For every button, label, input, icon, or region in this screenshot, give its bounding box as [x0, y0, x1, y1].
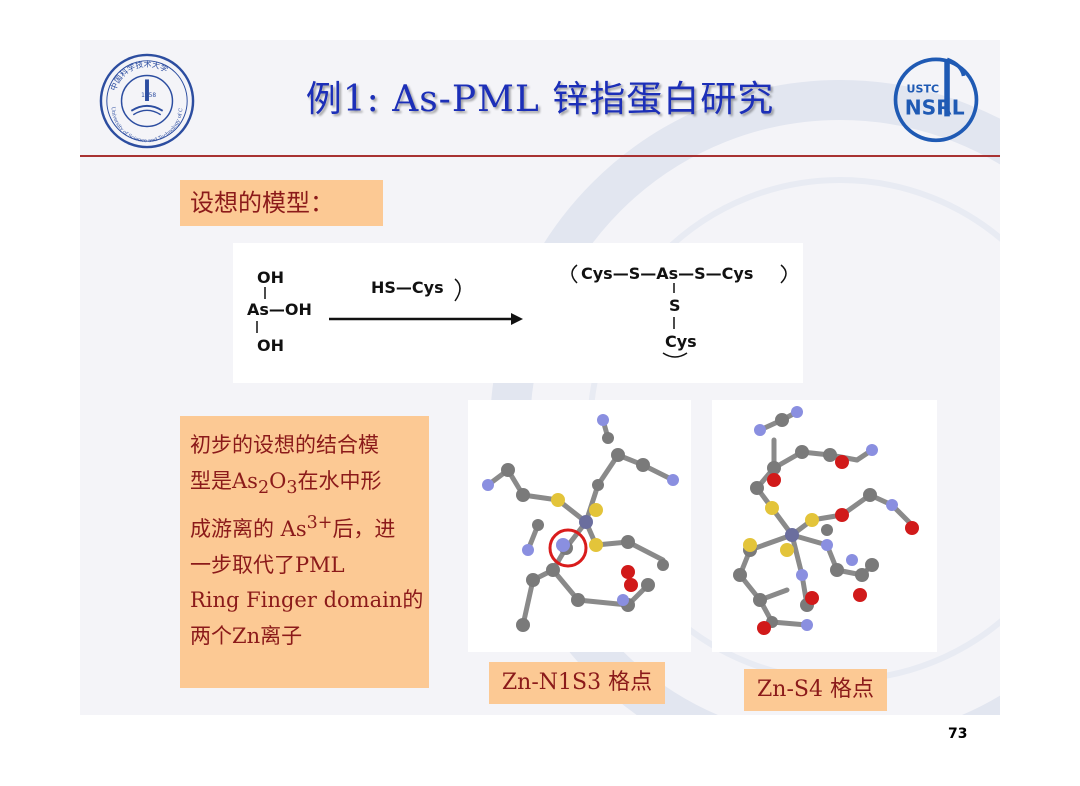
reagent-hs-cys: HS—Cys [371, 278, 444, 297]
page-number: 73 [948, 726, 968, 742]
model-section-label: 设想的模型： [180, 180, 383, 226]
description-line-4: 一步取代了PML [190, 552, 345, 577]
description-line-6: 两个Zn离子 [190, 623, 303, 648]
caption-zn-s4: Zn-S4 格点 [744, 669, 887, 711]
reactant-oh-top: OH [257, 268, 284, 287]
caption-zn-n1s3: Zn-N1S3 格点 [489, 662, 665, 704]
description-line-3: 成游离的 As3+后，进 [190, 513, 396, 542]
hypothesis-description: 初步的设想的结合模 型是As2O3在水中形 成游离的 As3+后，进 一步取代了… [180, 416, 429, 688]
svg-text:1958: 1958 [141, 93, 156, 99]
header-divider [80, 155, 1000, 157]
university-seal-icon: 1958 University of Science and Technolog… [98, 52, 195, 149]
page-title: 例1: As-PML 锌指蛋白研究 [305, 79, 775, 120]
reactant-oh-bottom: OH [257, 336, 284, 355]
svg-text:USTC: USTC [907, 82, 940, 95]
description-line-2: 型是As2O3在水中形 [190, 468, 382, 498]
product-chain: Cys—S—As—S—Cys [581, 264, 753, 283]
zn-s4-structure [712, 400, 937, 652]
reaction-arrow-icon [511, 313, 523, 325]
reaction-scheme: OH As—OH OH HS—Cys Cys—S—As—S—Cys S Cys [233, 243, 803, 383]
product-s: S [669, 296, 681, 315]
nsrl-logo-icon: USTC NSRL [893, 57, 979, 143]
svg-text:NSRL: NSRL [905, 96, 965, 120]
description-line-1: 初步的设想的结合模 [190, 433, 379, 457]
description-line-5: Ring Finger domain的 [190, 588, 424, 613]
reactant-as-oh: As—OH [247, 300, 312, 319]
zn-n1s3-structure [468, 400, 691, 652]
highlight-circle-icon [548, 528, 588, 568]
product-cys: Cys [665, 332, 697, 351]
